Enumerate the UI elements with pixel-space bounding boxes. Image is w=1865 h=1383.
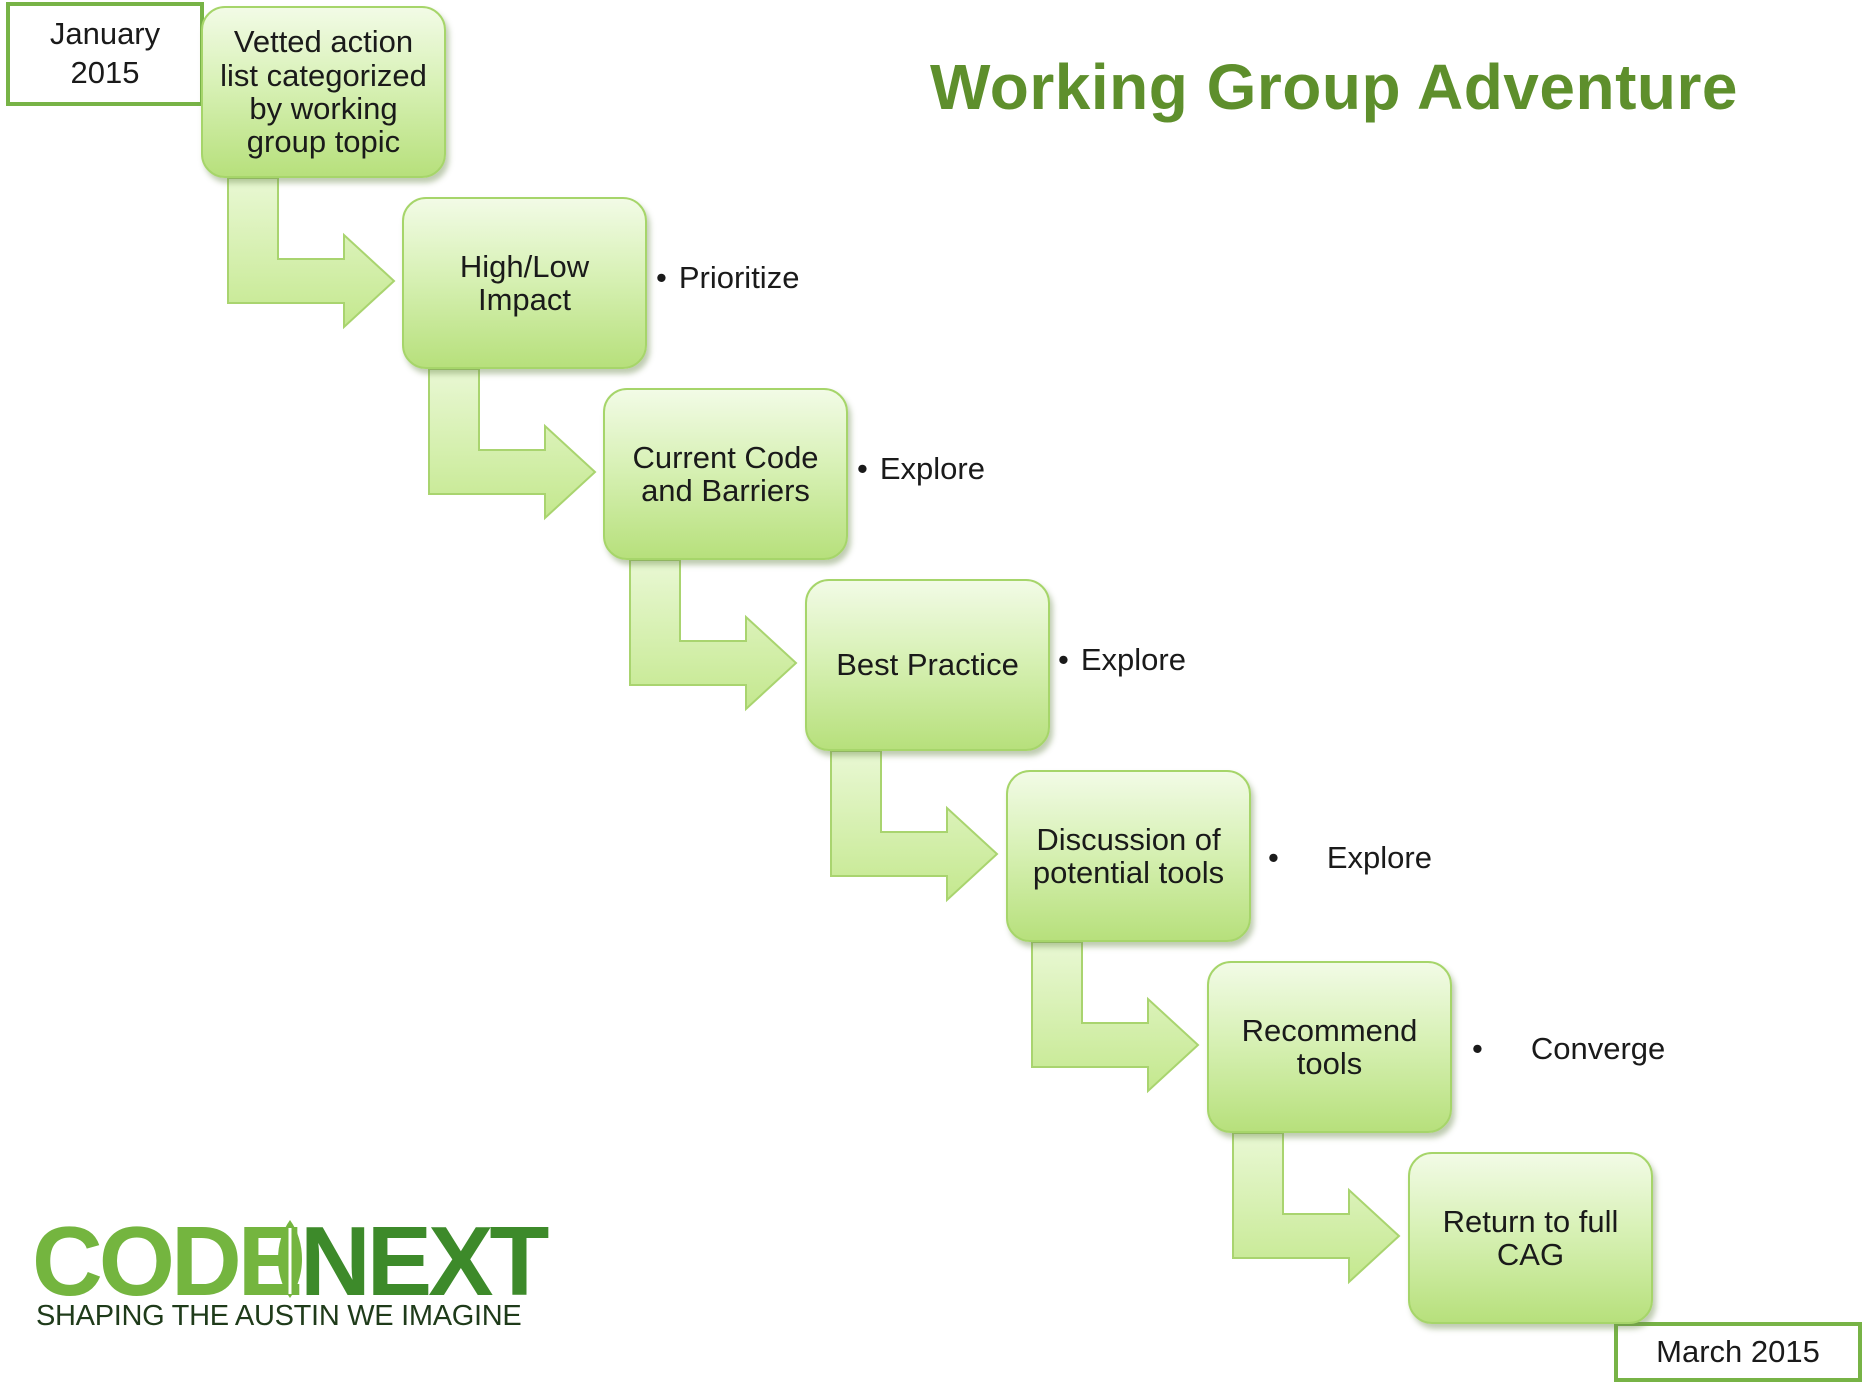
connector-arrow-3 (629, 559, 798, 712)
start-date-label: January 2015 (49, 16, 161, 90)
connector-arrow-4 (830, 750, 999, 903)
step-box-7: Return to full CAG (1408, 1152, 1653, 1324)
note-text: Explore (1080, 642, 1186, 677)
connector-arrow-2 (428, 368, 597, 521)
bullet: • (857, 451, 868, 486)
step-note-6: • Converge (1472, 1031, 1665, 1067)
step-note-2: • Prioritize (656, 260, 799, 296)
step-note-3: • Explore (857, 451, 985, 487)
note-text: Converge (1530, 1031, 1666, 1066)
connector-arrow-6 (1232, 1132, 1401, 1285)
logo-tagline: SHAPING THE AUSTIN WE IMAGINE (36, 1300, 522, 1332)
step-box-2: High/Low Impact (402, 197, 647, 369)
step-box-6: Recommend tools (1207, 961, 1452, 1133)
step-box-4: Best Practice (805, 579, 1050, 751)
end-date-label: March 2015 (1656, 1333, 1820, 1369)
step-box-5: Discussion of potential tools (1006, 770, 1251, 942)
bullet: • (656, 260, 667, 295)
logo-next-text: NEXT (300, 1206, 549, 1316)
step-label: Best Practice (836, 647, 1019, 683)
step-label: Recommend tools (1241, 1012, 1418, 1081)
connector-arrow-5 (1031, 941, 1200, 1094)
step-label: High/Low Impact (459, 248, 590, 317)
step-box-3: Current Code and Barriers (603, 388, 848, 560)
connector-arrow-1 (227, 177, 396, 330)
end-date-box: March 2015 (1614, 1322, 1862, 1382)
logo-code-text: CODE (32, 1206, 303, 1316)
step-label: Vetted action list categorized by workin… (220, 24, 427, 160)
bullet: • (1472, 1031, 1483, 1066)
step-label: Return to full CAG (1442, 1203, 1619, 1272)
start-date-box: January 2015 (6, 2, 204, 106)
page-title: Working Group Adventure (930, 51, 1738, 123)
step-label: Current Code and Barriers (632, 439, 819, 508)
bullet: • (1268, 840, 1279, 875)
step-note-5: • Explore (1268, 840, 1432, 876)
step-box-1: Vetted action list categorized by workin… (201, 6, 446, 178)
leaf-icon (278, 1220, 302, 1298)
note-text: Prioritize (678, 260, 800, 295)
bullet: • (1058, 642, 1069, 677)
step-label: Discussion of potential tools (1032, 821, 1225, 890)
step-note-4: • Explore (1058, 642, 1186, 678)
note-text: Explore (879, 451, 985, 486)
note-text: Explore (1326, 840, 1432, 875)
